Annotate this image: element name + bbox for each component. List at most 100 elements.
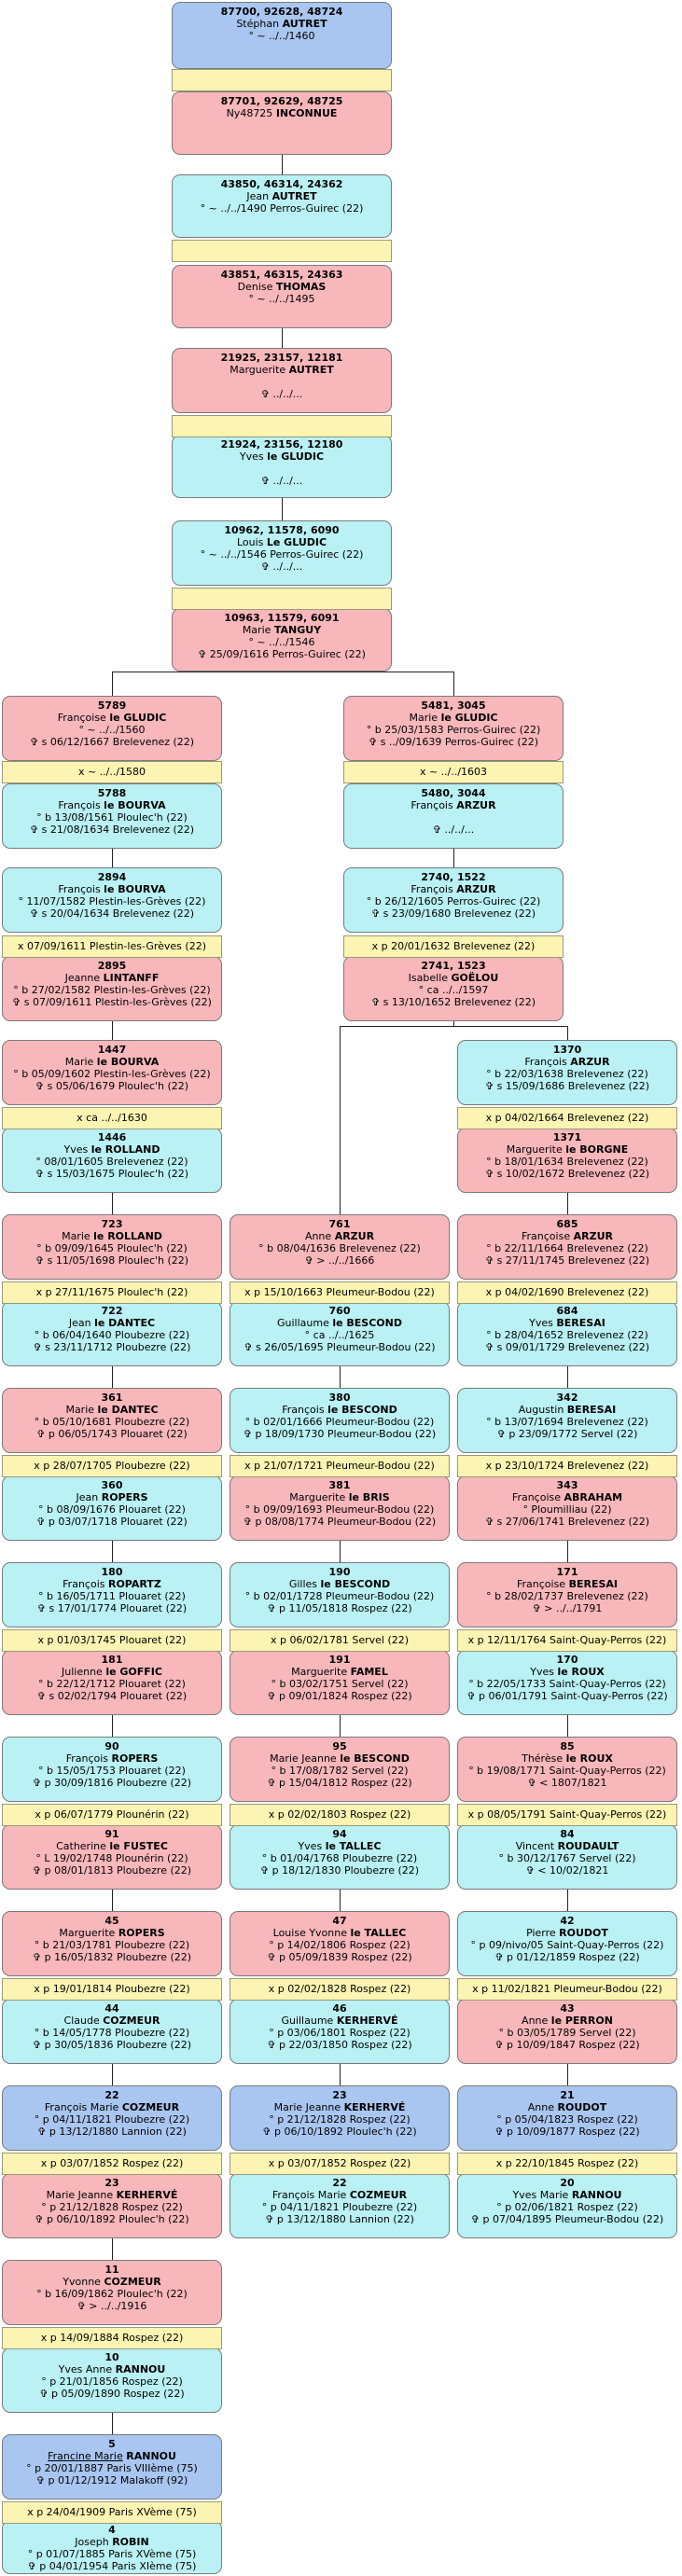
birth-line: ° b 08/09/1676 Plouaret (22) (38, 1503, 186, 1516)
connector-line (567, 1366, 568, 1388)
given-name: François (524, 1056, 567, 1068)
surname: le BOURVA (96, 1056, 160, 1068)
person-name: Yves le ROLLAND (3, 1143, 221, 1156)
marriage-strip (172, 415, 392, 437)
surname: le TALLEC (325, 1840, 382, 1852)
death-line: ✞ > ../../1666 (304, 1254, 375, 1267)
birth-line: ° b 15/05/1753 Plouaret (22) (38, 1765, 186, 1777)
connector-line (567, 1193, 568, 1214)
person-name: Marguerite le BORGNE (458, 1143, 676, 1156)
birth-line: ° p 04/11/1821 Ploubezre (22) (261, 2201, 418, 2213)
connector-line (112, 2238, 113, 2260)
surname: ARZUR (570, 1056, 610, 1068)
given-name: Marie (242, 624, 271, 636)
given-name: Marguerite (289, 1491, 346, 1503)
given-name: Claude (63, 2015, 100, 2027)
person-id: 342 (556, 1392, 578, 1404)
person-id: 11 (104, 2264, 119, 2276)
given-name: Guillaume (281, 2015, 334, 2027)
surname: le BOURVA (104, 883, 166, 895)
person-id: 723 (101, 1218, 123, 1230)
person-name: Yves Marie RANNOU (458, 2189, 676, 2201)
person-name: François le BOURVA (3, 883, 221, 895)
given-name: Yves (530, 1666, 554, 1678)
surname: AUTRET (288, 364, 334, 376)
birth-line: ° ca ../../1625 (304, 1329, 375, 1341)
person-name: Marie Jeanne le BESCOND (230, 1752, 449, 1765)
person-name: Isabelle GOËLOU (344, 972, 563, 984)
connector-line (112, 1715, 113, 1737)
surname: le BESCOND (327, 1404, 397, 1416)
surname: ROPARTZ (107, 1578, 161, 1590)
person-id: 361 (101, 1392, 123, 1404)
death-line: ✞ p 01/12/1912 Malakoff (92) (35, 2474, 188, 2486)
surname: COZMEUR (103, 2015, 160, 2027)
death-line: ✞ p 10/09/1847 Rospez (22) (494, 2039, 640, 2051)
surname: BERESAI (566, 1404, 617, 1416)
given-name: Guillaume (276, 1317, 329, 1329)
person-name: Guillaume le BESCOND (230, 1317, 449, 1329)
death-line: ✞ p 03/07/1718 Plouaret (22) (36, 1516, 188, 1528)
